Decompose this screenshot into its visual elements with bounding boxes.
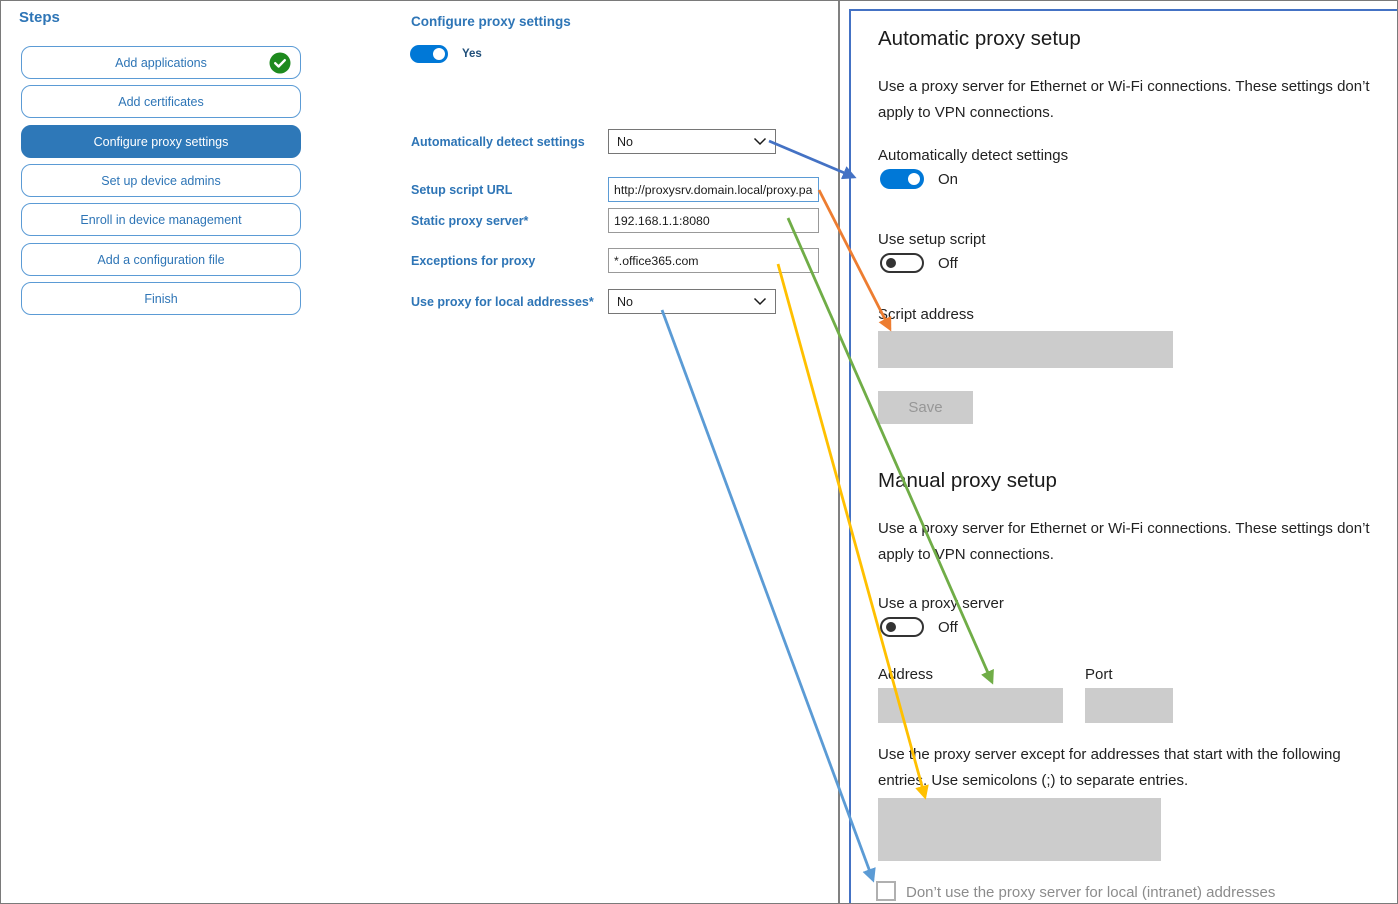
use-setup-script-toggle[interactable]: [880, 253, 924, 273]
field-label-setup-script-url: Setup script URL: [411, 183, 513, 197]
field-label-exceptions-for-proxy: Exceptions for proxy: [411, 254, 536, 268]
static-proxy-server-input[interactable]: [608, 208, 819, 233]
detect-settings-toggle[interactable]: [880, 169, 924, 189]
script-address-label: Script address: [878, 306, 974, 323]
step-configure-proxy-settings[interactable]: Configure proxy settings: [21, 125, 301, 158]
toggle-knob: [433, 48, 445, 60]
step-label: Add a configuration file: [97, 252, 225, 267]
detect-settings-select[interactable]: No: [608, 129, 776, 154]
save-button[interactable]: Save: [878, 391, 973, 424]
step-label: Add certificates: [118, 94, 204, 109]
step-add-certificates[interactable]: Add certificates: [21, 85, 301, 118]
use-setup-script-label: Use setup script: [878, 231, 986, 248]
step-label: Configure proxy settings: [93, 134, 229, 149]
selected-value: No: [617, 134, 633, 149]
manual-proxy-description: Use a proxy server for Ethernet or Wi-Fi…: [878, 520, 1370, 563]
configure-proxy-toggle[interactable]: [410, 45, 448, 63]
address-label: Address: [878, 666, 934, 683]
local-addresses-checkbox-label: Don’t use the proxy server for local (in…: [906, 884, 1276, 901]
steps-panel-title: Steps: [19, 9, 60, 26]
step-enroll-device-management[interactable]: Enroll in device management: [21, 203, 301, 236]
proxy-exceptions-description: Use the proxy server except for addresse…: [878, 746, 1341, 789]
port-label: Port: [1085, 666, 1113, 683]
use-proxy-server-state: Off: [938, 619, 958, 636]
manual-proxy-heading: Manual proxy setup: [878, 469, 1057, 492]
page-title: Configure proxy settings: [411, 14, 571, 29]
toggle-knob: [886, 258, 896, 268]
vertical-divider: [838, 1, 840, 903]
step-label: Finish: [144, 291, 178, 306]
step-label: Add applications: [115, 55, 207, 70]
address-input[interactable]: [878, 688, 1063, 723]
step-label: Set up device admins: [101, 173, 221, 188]
completed-check-icon: [269, 52, 291, 74]
detect-settings-label: Automatically detect settings: [878, 147, 1069, 164]
field-label-static-proxy-server: Static proxy server*: [411, 214, 529, 228]
step-set-up-device-admins[interactable]: Set up device admins: [21, 164, 301, 197]
script-address-input[interactable]: [878, 331, 1173, 368]
chevron-down-icon: [753, 295, 767, 309]
use-setup-script-state: Off: [938, 255, 958, 272]
setup-script-url-input[interactable]: [608, 177, 819, 202]
automatic-proxy-description: Use a proxy server for Ethernet or Wi-Fi…: [878, 78, 1370, 121]
windows-proxy-settings-panel: Automatic proxy setup Use a proxy server…: [849, 9, 1397, 903]
step-finish[interactable]: Finish: [21, 282, 301, 315]
automatic-proxy-heading: Automatic proxy setup: [878, 27, 1081, 50]
proxy-exceptions-textarea[interactable]: [878, 798, 1161, 861]
field-label-use-proxy-local: Use proxy for local addresses*: [411, 295, 594, 309]
field-label-detect-settings: Automatically detect settings: [411, 135, 585, 149]
step-add-configuration-file[interactable]: Add a configuration file: [21, 243, 301, 276]
use-proxy-server-label: Use a proxy server: [878, 595, 1004, 612]
toggle-knob: [908, 173, 920, 185]
exceptions-for-proxy-input[interactable]: [608, 248, 819, 273]
step-label: Enroll in device management: [80, 212, 242, 227]
use-proxy-server-toggle[interactable]: [880, 617, 924, 637]
arrow-local-addresses: [660, 309, 876, 883]
configure-proxy-toggle-label: Yes: [462, 48, 482, 60]
arrow-detect-settings: [768, 139, 857, 180]
detect-settings-state: On: [938, 171, 959, 188]
local-addresses-checkbox[interactable]: [876, 881, 896, 901]
selected-value: No: [617, 294, 633, 309]
chevron-down-icon: [753, 135, 767, 149]
port-input[interactable]: [1085, 688, 1173, 723]
toggle-knob: [886, 622, 896, 632]
use-proxy-local-select[interactable]: No: [608, 289, 776, 314]
step-add-applications[interactable]: Add applications: [21, 46, 301, 79]
